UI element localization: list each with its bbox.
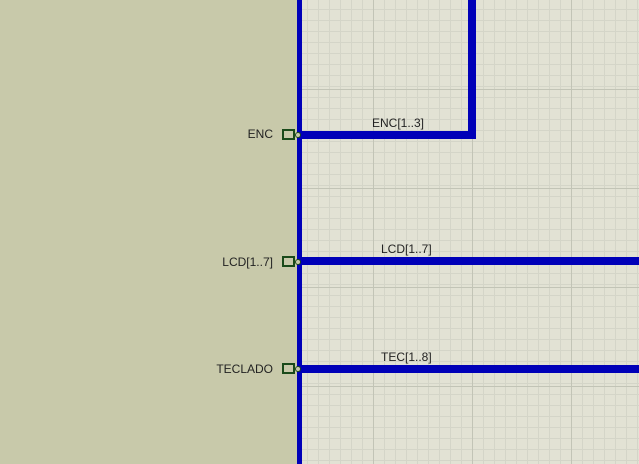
enc-net-label: ENC[1..3] <box>372 116 425 130</box>
enc-bus-horizontal[interactable] <box>300 131 476 139</box>
tec-net-label: TEC[1..8] <box>381 350 432 364</box>
enc-bus-vertical[interactable] <box>468 0 476 139</box>
teclado-pin-label: TECLADO <box>216 362 273 376</box>
lcd-pin[interactable] <box>282 256 295 267</box>
lcd-net-label: LCD[1..7] <box>381 242 432 256</box>
module-edge-bus <box>297 0 302 464</box>
teclado-pin[interactable] <box>282 363 295 374</box>
enc-pin[interactable] <box>282 129 295 140</box>
enc-pin-label: ENC <box>247 127 273 141</box>
module-block[interactable] <box>0 0 298 464</box>
enc-pin-dot <box>295 132 301 138</box>
lcd-pin-label: LCD[1..7] <box>222 255 273 269</box>
lcd-pin-dot <box>295 259 301 265</box>
teclado-pin-dot <box>295 366 301 372</box>
tec-bus[interactable] <box>300 365 639 373</box>
lcd-bus[interactable] <box>300 257 639 265</box>
